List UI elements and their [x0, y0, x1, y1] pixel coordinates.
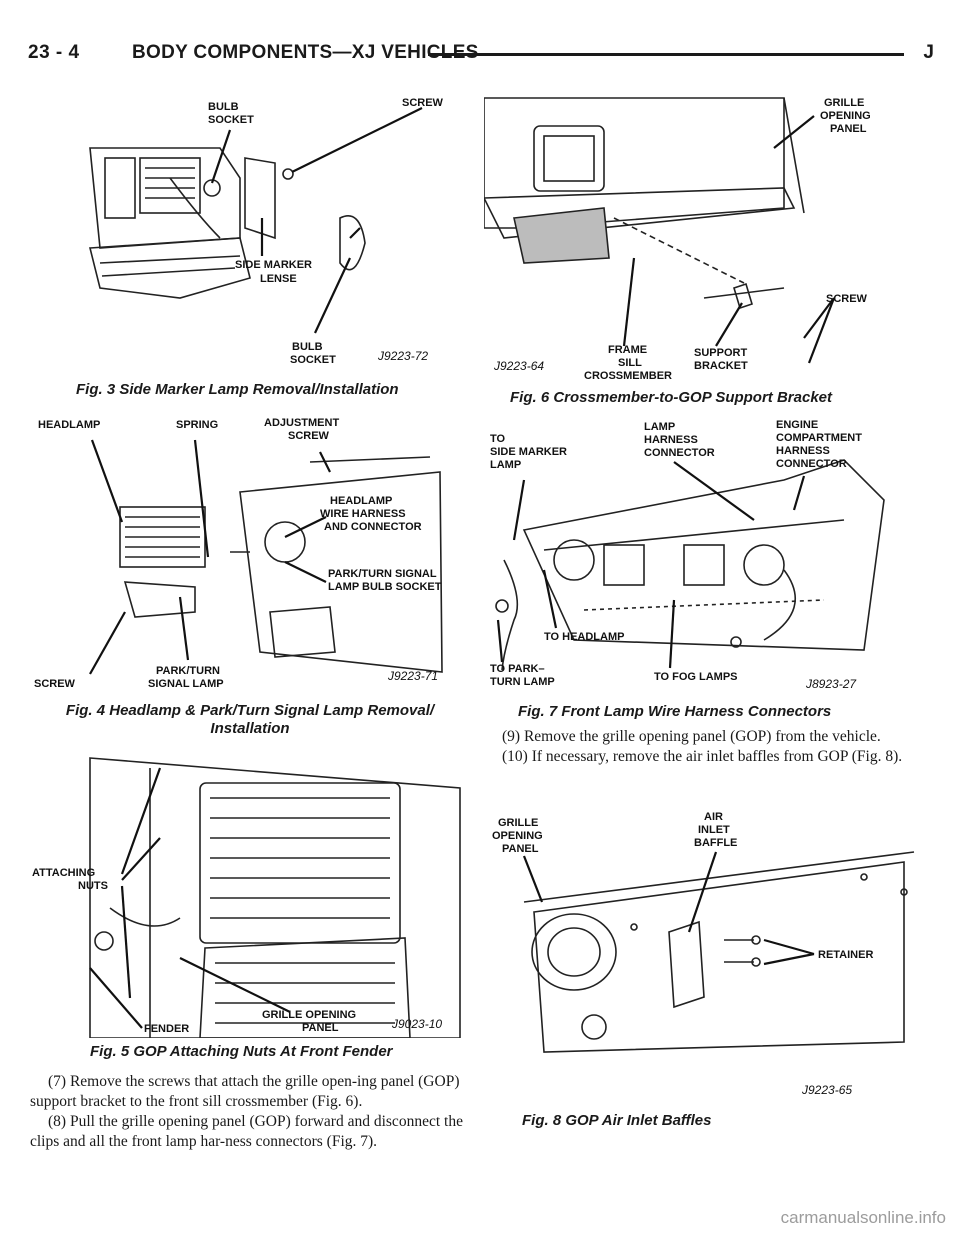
- fig8-code: J9223-65: [801, 1083, 852, 1097]
- fig5-label-nuts: NUTS: [78, 880, 108, 892]
- fig8-label-panel: PANEL: [502, 843, 539, 855]
- paragraph-7-8: (7) Remove the screws that attach the gr…: [30, 1072, 472, 1152]
- fig3-label-socket: SOCKET: [208, 114, 254, 126]
- fig3-label-lense: LENSE: [260, 273, 297, 285]
- fig5-label-panel: PANEL: [302, 1022, 339, 1034]
- fig8-caption: Fig. 8 GOP Air Inlet Baffles: [522, 1112, 712, 1129]
- fig7-label-side-marker: SIDE MARKER: [490, 446, 567, 458]
- fig4-label-and-connector: AND CONNECTOR: [324, 521, 422, 533]
- figure-5-gop-attaching-nuts: ATTACHING NUTS FENDER GRILLE OPENING PAN…: [30, 748, 470, 1038]
- fig4-code: J9223-71: [387, 669, 438, 683]
- fig7-code: J8923-27: [805, 677, 857, 691]
- fig5-caption: Fig. 5 GOP Attaching Nuts At Front Fende…: [90, 1043, 393, 1060]
- fig3-label-bulb: BULB: [208, 101, 239, 113]
- fig7-label-harness: HARNESS: [644, 434, 698, 446]
- fig8-label-grille: GRILLE: [498, 817, 538, 829]
- fig5-label-grille-opening: GRILLE OPENING: [262, 1009, 356, 1021]
- fig4-caption-line1: Fig. 4 Headlamp & Park/Turn Signal Lamp …: [65, 702, 435, 719]
- fig8-label-opening: OPENING: [492, 830, 543, 842]
- fig5-label-fender: FENDER: [144, 1023, 189, 1035]
- fig5-label-attaching: ATTACHING: [32, 867, 95, 879]
- fig7-label-lamp: LAMP: [490, 459, 521, 471]
- fig3-label-socket-2: SOCKET: [290, 354, 336, 366]
- fig7-label-lamp-2: LAMP: [644, 421, 675, 433]
- fig4-caption: Fig. 4 Headlamp & Park/Turn Signal Lamp …: [30, 702, 470, 738]
- figure-6-support-bracket: GRILLE OPENING PANEL SCREW FRAME SILL CR…: [484, 88, 930, 384]
- figure-3-side-marker-lamp: BULB SOCKET SCREW SIDE MARKER LENSE BULB…: [30, 88, 470, 378]
- fig4-label-headlamp: HEADLAMP: [38, 419, 100, 431]
- fig4-label-spring: SPRING: [176, 419, 218, 431]
- fig4-label-headlamp-2: HEADLAMP: [330, 495, 392, 507]
- fig4-label-park-turn: PARK/TURN: [156, 665, 220, 677]
- fig7-label-connector-2: CONNECTOR: [776, 458, 847, 470]
- figure-8-air-inlet-baffles: GRILLE OPENING PANEL AIR INLET BAFFLE RE…: [484, 812, 930, 1108]
- figure-7-harness-connectors: TO SIDE MARKER LAMP LAMP HARNESS CONNECT…: [484, 420, 930, 698]
- fig3-label-bulb-2: BULB: [292, 341, 323, 353]
- fig7-label-to: TO: [490, 433, 506, 445]
- fig6-label-support: SUPPORT: [694, 347, 747, 359]
- fig3-label-screw: SCREW: [402, 97, 444, 109]
- fig6-label-opening: OPENING: [820, 110, 871, 122]
- step-7-text: (7) Remove the screws that attach the gr…: [30, 1073, 460, 1110]
- page-header: 23 - 4 BODY COMPONENTS—XJ VEHICLES J: [28, 42, 938, 72]
- figure-4-headlamp: HEADLAMP SPRING ADJUSTMENT SCREW HEADLAM…: [30, 412, 470, 694]
- fig3-label-side-marker: SIDE MARKER: [235, 259, 312, 271]
- fig4-label-adjustment: ADJUSTMENT: [264, 417, 339, 429]
- fig6-label-bracket: BRACKET: [694, 360, 748, 372]
- fig6-code: J9223-64: [493, 359, 544, 373]
- fig7-label-engine: ENGINE: [776, 420, 818, 431]
- step-9-text: (9) Remove the grille opening panel (GOP…: [502, 728, 881, 745]
- fig6-label-frame: FRAME: [608, 344, 647, 356]
- fig7-label-connector: CONNECTOR: [644, 447, 715, 459]
- fig6-label-panel: PANEL: [830, 123, 867, 135]
- fig7-label-harness-2: HARNESS: [776, 445, 830, 457]
- fig7-label-to-park: TO PARK–: [490, 663, 545, 675]
- fig6-label-screw: SCREW: [826, 293, 868, 305]
- fig8-label-retainer: RETAINER: [818, 949, 873, 961]
- header-rule: [428, 53, 904, 56]
- site-watermark: carmanualsonline.info: [780, 1208, 946, 1227]
- fig7-label-to-fog-lamps: TO FOG LAMPS: [654, 671, 738, 683]
- page-number: 23 - 4: [28, 42, 80, 63]
- step-8-text: (8) Pull the grille opening panel (GOP) …: [30, 1113, 463, 1150]
- fig7-label-compartment: COMPARTMENT: [776, 432, 862, 444]
- fig4-caption-line2: Installation: [210, 720, 290, 737]
- fig8-label-air: AIR: [704, 812, 723, 823]
- fig7-label-turn-lamp: TURN LAMP: [490, 676, 555, 688]
- vehicle-mark: J: [923, 42, 934, 63]
- fig7-label-to-headlamp: TO HEADLAMP: [544, 631, 624, 643]
- paragraph-9-10: (9) Remove the grille opening panel (GOP…: [484, 727, 930, 767]
- fig6-label-grille: GRILLE: [824, 97, 864, 109]
- fig4-label-signal-lamp: SIGNAL LAMP: [148, 678, 224, 690]
- fig5-code: J9023-10: [391, 1017, 442, 1031]
- fig8-label-baffle: BAFFLE: [694, 837, 737, 849]
- fig6-label-crossmember: CROSSMEMBER: [584, 370, 672, 382]
- fig4-label-screw: SCREW: [34, 678, 76, 690]
- section-title: BODY COMPONENTS—XJ VEHICLES: [132, 42, 479, 63]
- fig3-caption: Fig. 3 Side Marker Lamp Removal/Installa…: [76, 381, 399, 398]
- fig4-label-lamp-bulb-socket: LAMP BULB SOCKET: [328, 581, 442, 593]
- fig4-label-wire-harness: WIRE HARNESS: [320, 508, 406, 520]
- fig8-label-inlet: INLET: [698, 824, 730, 836]
- fig4-label-adj-screw: SCREW: [288, 430, 330, 442]
- fig3-code: J9223-72: [377, 349, 428, 363]
- fig6-caption: Fig. 6 Crossmember-to-GOP Support Bracke…: [510, 389, 833, 406]
- fig4-label-park-turn-signal: PARK/TURN SIGNAL: [328, 568, 437, 580]
- fig6-label-sill: SILL: [618, 357, 642, 369]
- step-10-text: (10) If necessary, remove the air inlet …: [502, 748, 903, 765]
- fig7-caption: Fig. 7 Front Lamp Wire Harness Connector…: [518, 703, 832, 720]
